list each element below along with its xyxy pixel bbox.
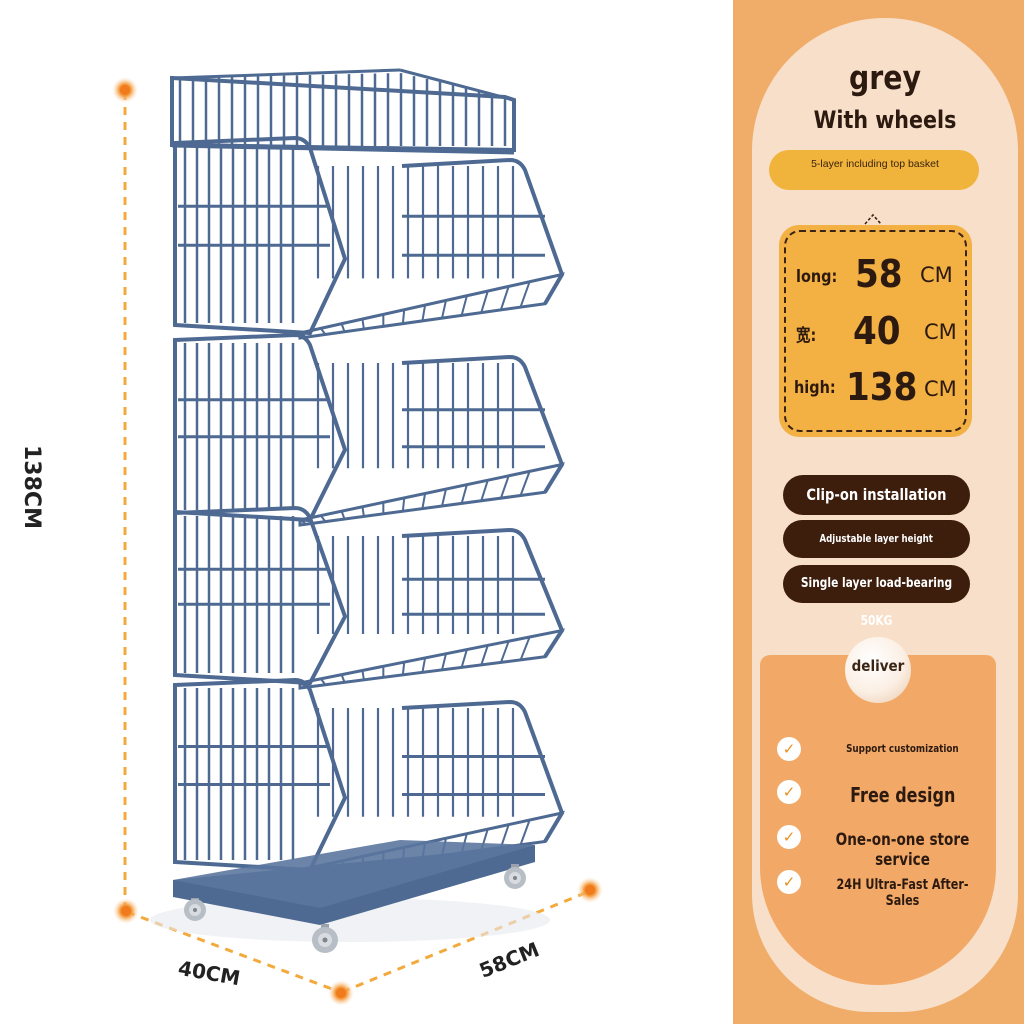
feature-pill-adjustable: Adjustable layer height [783,520,970,558]
pointer-arrow-icon [864,213,882,225]
feature-pill-load-bearing: Single layer load-bearing 50KG [783,565,970,629]
dimensions-box-border [784,230,967,432]
dimension-key-width: 宽: [796,326,817,346]
dimension-unit-width: CM [924,320,957,344]
dimension-unit-high: CM [924,377,957,401]
deliver-badge-text: deliver [851,657,905,675]
wire-basket [173,332,566,527]
check-icon: ✓ [777,737,801,761]
shelf-baskets [173,135,566,877]
dimension-value-width: 40 [853,309,901,353]
shelf-base [173,840,535,925]
dimension-value-long: 58 [855,252,903,296]
deliver-card [760,655,996,985]
check-icon: ✓ [777,870,801,894]
deliver-badge [845,637,911,703]
wheel-icon [184,864,526,953]
height-dimension-label: 138CM [19,445,44,529]
wire-basket [173,505,566,690]
product-color-title: grey [848,58,922,97]
layers-badge [769,150,979,190]
check-icon: ✓ [777,825,801,849]
service-item: One-on-one store service [835,830,970,870]
dimension-value-high: 138 [846,365,918,409]
layers-badge-text: 5-layer including top basket [811,158,939,170]
product-wheels-subtitle: With wheels [813,106,957,134]
service-item: Free design [849,783,956,807]
top-basket [170,68,516,155]
dimension-key-long: long: [796,267,838,287]
dimension-unit-long: CM [920,263,953,287]
check-icon: ✓ [777,780,801,804]
feature-text: Clip-on installation [806,485,947,504]
shelf-illustration [112,68,603,1006]
service-item: 24H Ultra-Fast After-Sales [836,877,969,909]
service-item: Support customization [846,742,959,755]
dimensions-box [779,225,972,437]
feature-text: Single layer load-bearing 50KG [800,576,953,629]
wire-basket [173,135,566,340]
feature-pill-clip-on: Clip-on installation [783,475,970,515]
feature-text: Adjustable layer height [819,533,934,545]
dimension-key-high: high: [794,378,836,398]
dimension-dot-icon [112,77,603,1006]
